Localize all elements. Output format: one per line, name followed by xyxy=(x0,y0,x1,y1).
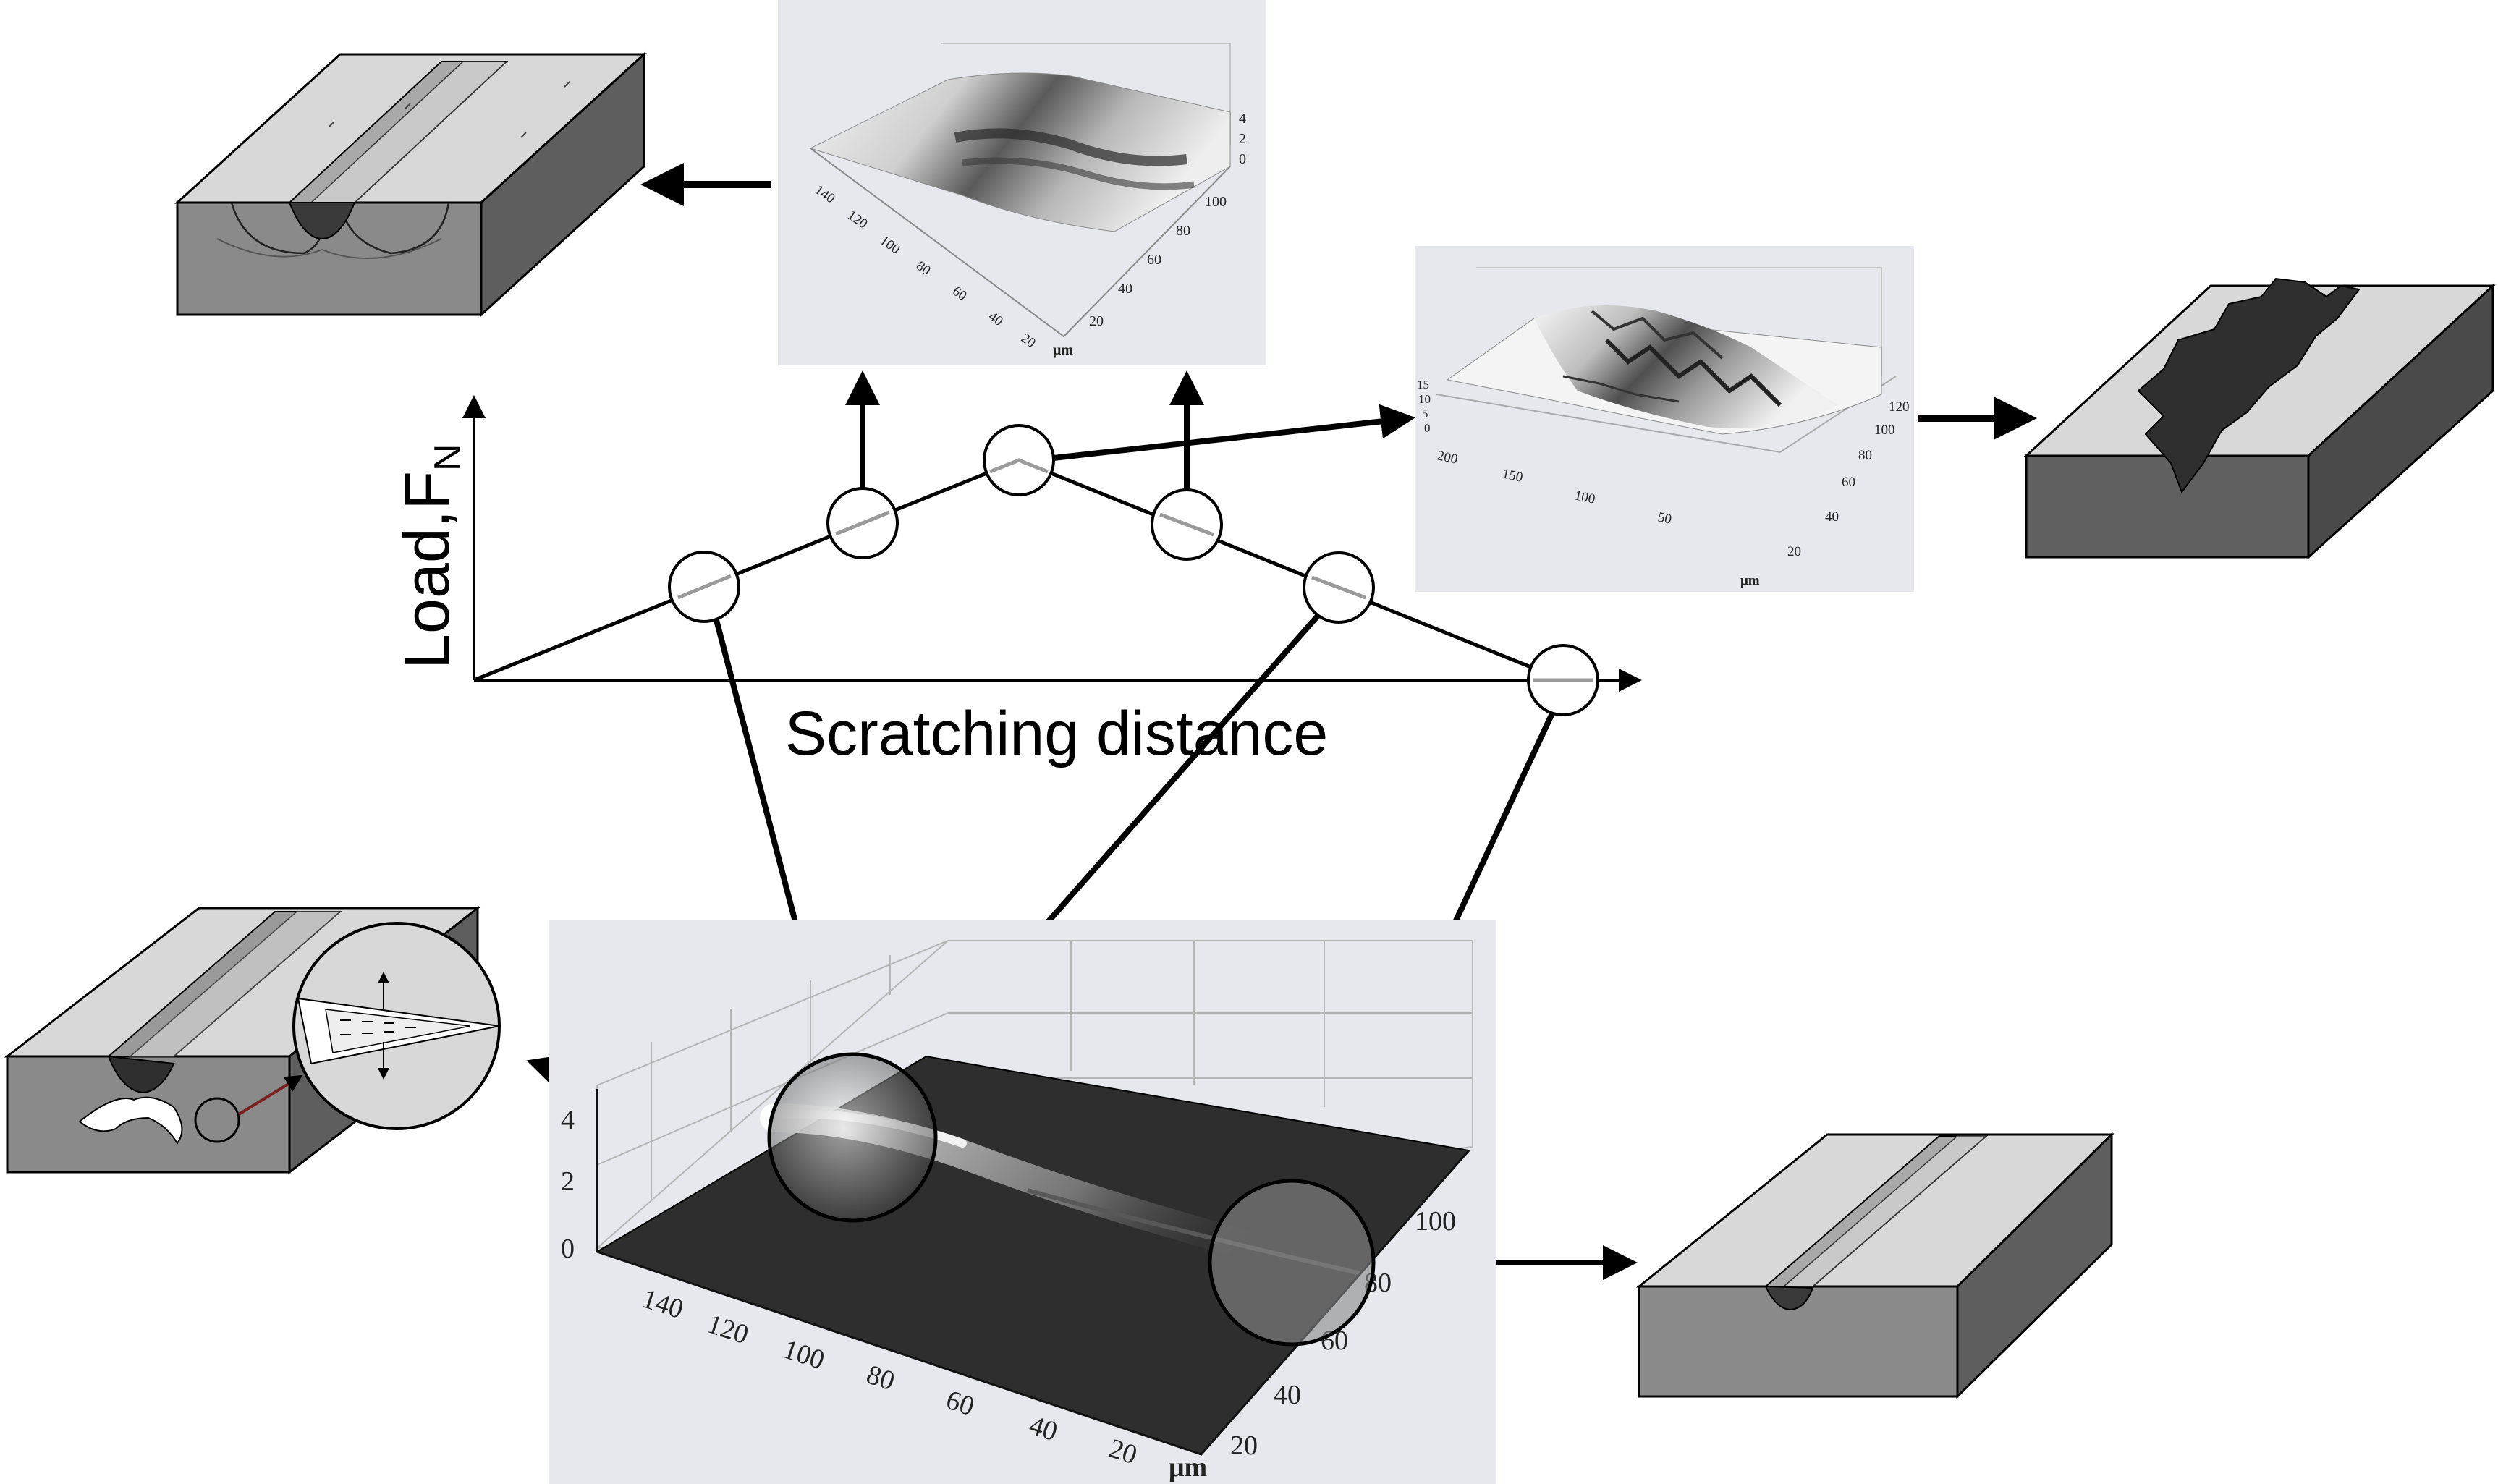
y-tick: 20 xyxy=(1787,544,1801,559)
z-tick: 10 xyxy=(1418,392,1431,406)
y-tick: 20 xyxy=(1230,1430,1258,1461)
y-tick: 100 xyxy=(1415,1206,1456,1237)
y-tick: 40 xyxy=(1118,281,1132,297)
block-bottom-left-median-crack xyxy=(4,905,501,1175)
arrow-peak-to-top-right xyxy=(1053,404,1415,461)
y-tick: 60 xyxy=(1147,252,1161,268)
profile-panel-top-left: 4 2 0 140 120 100 80 60 40 20 100 80 60 … xyxy=(778,0,1266,365)
y-tick: 80 xyxy=(1176,223,1190,239)
block-top-left-lateral-crack xyxy=(174,51,647,318)
z-tick: 4 xyxy=(1239,111,1246,127)
y-axis-label: Load,FN xyxy=(391,444,469,669)
unit-label: μm xyxy=(1053,342,1073,358)
sample-points xyxy=(668,424,1599,716)
load-distance-plot: Load,FN Scratching distance xyxy=(391,395,1642,768)
z-tick: 2 xyxy=(561,1166,575,1197)
y-tick: 60 xyxy=(1842,475,1855,490)
profile-panel-top-right: 15 10 5 0 200 150 100 50 120 100 80 60 4… xyxy=(1415,246,1914,592)
z-tick: 0 xyxy=(1239,151,1246,167)
x-tick: 50 xyxy=(1656,509,1673,527)
z-tick: 2 xyxy=(1239,131,1246,147)
x-axis-label: Scratching distance xyxy=(785,699,1329,768)
y-tick: 20 xyxy=(1089,313,1104,329)
profile-panel-bottom: 4 2 0 140 120 100 80 60 40 20 100 80 60 … xyxy=(549,920,1496,1484)
y-tick: 120 xyxy=(1889,399,1910,415)
z-tick: 0 xyxy=(561,1234,575,1264)
y-tick: 40 xyxy=(1825,509,1839,525)
unit-label: μm xyxy=(1740,573,1760,588)
block-bottom-right-plastic-groove xyxy=(1635,1132,2114,1399)
y-tick: 80 xyxy=(1858,448,1872,463)
z-tick: 4 xyxy=(561,1105,575,1135)
block-top-right-fracture xyxy=(2023,277,2496,560)
z-tick: 15 xyxy=(1417,378,1429,391)
magnifier-ploughing-end xyxy=(1208,1179,1376,1347)
unit-label: μm xyxy=(1169,1452,1207,1483)
magnifier-crack-initiation xyxy=(767,1052,938,1223)
z-tick: 0 xyxy=(1424,421,1431,435)
y-tick: 100 xyxy=(1874,423,1895,438)
z-tick: 5 xyxy=(1422,407,1428,420)
y-tick: 100 xyxy=(1205,194,1227,210)
y-tick: 40 xyxy=(1274,1380,1301,1410)
